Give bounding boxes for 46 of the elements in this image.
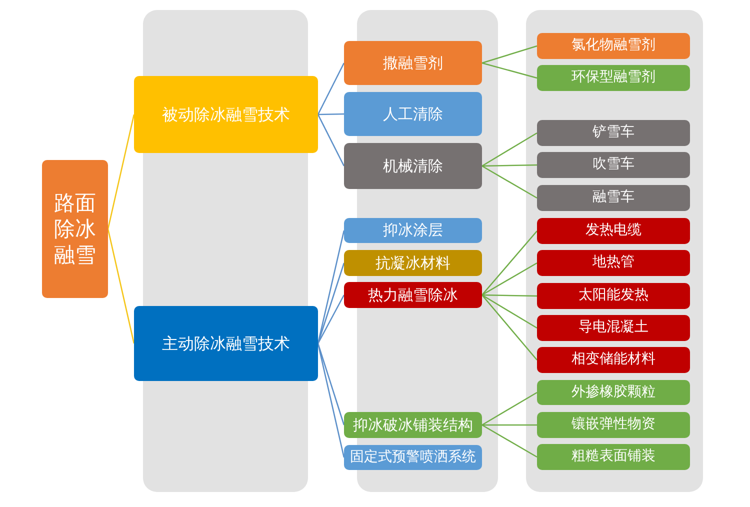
topic-box: 相变储能材料 bbox=[537, 347, 690, 373]
topic-box: 环保型融雪剂 bbox=[537, 65, 690, 91]
connector-line bbox=[317, 343, 345, 426]
topic-box: 吹雪车 bbox=[537, 152, 690, 178]
connector-line bbox=[482, 164, 538, 167]
connector-line bbox=[482, 294, 538, 297]
connector-line bbox=[107, 228, 135, 344]
topic-box: 镶嵌弹性物资 bbox=[537, 412, 690, 438]
connector-line bbox=[482, 424, 538, 458]
connector-line bbox=[482, 294, 538, 329]
connector-line bbox=[482, 294, 538, 360]
topic-box: 抗凝冰材料 bbox=[344, 250, 482, 276]
topic-box: 固定式预警喷洒系统 bbox=[344, 445, 482, 470]
topic-box: 融雪车 bbox=[537, 185, 690, 211]
connector-line bbox=[482, 165, 538, 199]
connector-line bbox=[317, 294, 345, 344]
topic-box: 外掺橡胶颗粒 bbox=[537, 380, 690, 405]
topic-box: 铲雪车 bbox=[537, 120, 690, 146]
topic-box: 氯化物融雪剂 bbox=[537, 33, 690, 59]
topic-box: 机械清除 bbox=[344, 143, 482, 189]
topic-box: 人工清除 bbox=[344, 92, 482, 136]
connector-line bbox=[482, 262, 538, 296]
topic-box: 抑冰破冰铺装结构 bbox=[344, 412, 482, 438]
topic-box: 抑冰涂层 bbox=[344, 218, 482, 243]
connector-line bbox=[482, 424, 537, 426]
topic-box: 地热管 bbox=[537, 250, 690, 276]
connector-line bbox=[317, 343, 345, 458]
connector-line bbox=[482, 132, 538, 167]
connector-line bbox=[482, 392, 538, 426]
topic-box: 热力融雪除冰 bbox=[344, 282, 482, 308]
topic-box: 粗糙表面铺装 bbox=[537, 444, 690, 470]
connector-line bbox=[317, 114, 345, 166]
connector-line bbox=[317, 262, 345, 344]
connector-line bbox=[482, 62, 538, 79]
topic-box: 撒融雪剂 bbox=[344, 41, 482, 85]
topic-box: 发热电缆 bbox=[537, 218, 690, 244]
topic-box: 被动除冰融雪技术 bbox=[134, 76, 318, 153]
topic-box: 导电混凝土 bbox=[537, 315, 690, 341]
topic-box: 主动除冰融雪技术 bbox=[134, 306, 318, 381]
connector-line bbox=[317, 62, 345, 115]
connector-line bbox=[318, 113, 344, 116]
topic-box: 太阳能发热 bbox=[537, 283, 690, 309]
connector-line bbox=[107, 114, 135, 230]
connector-line bbox=[482, 45, 538, 64]
root-box: 路面除冰融雪 bbox=[42, 160, 108, 298]
connector-line bbox=[482, 230, 538, 296]
